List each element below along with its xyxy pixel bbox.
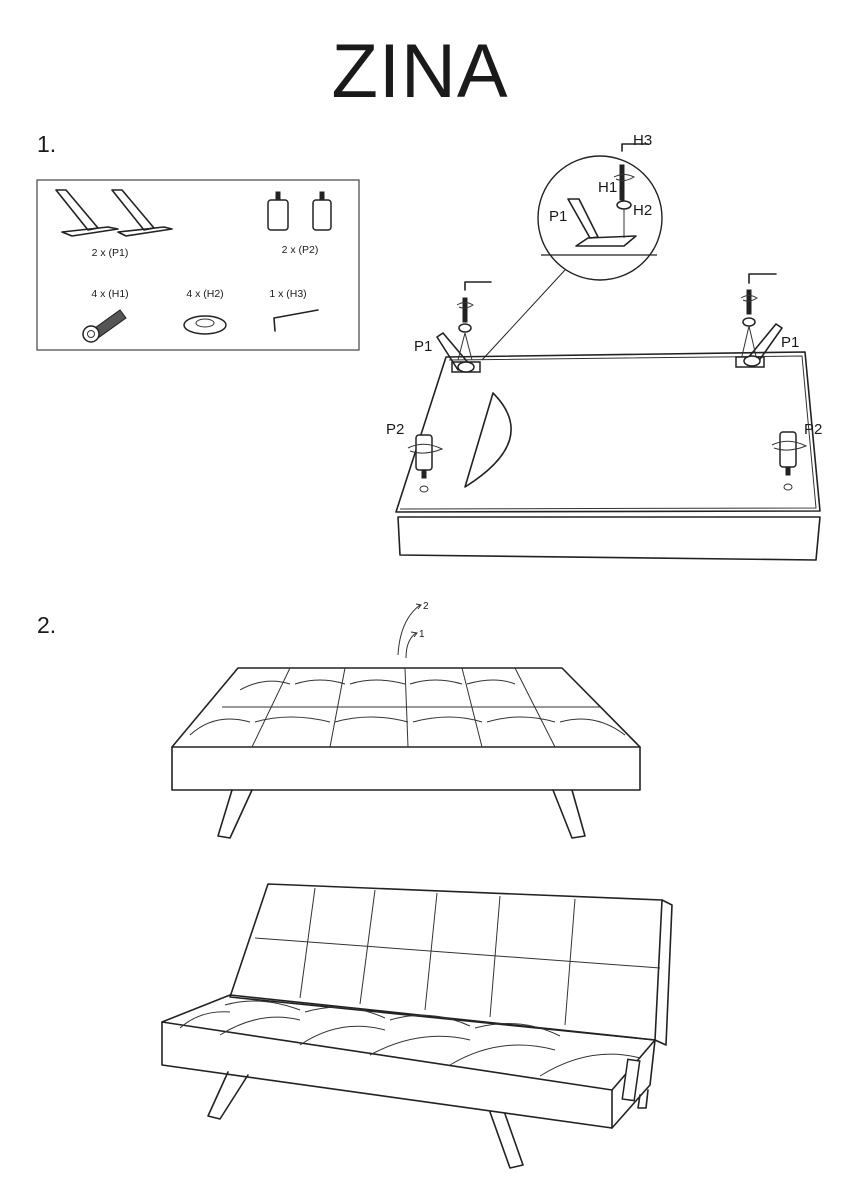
label-h2: H2 (633, 202, 652, 219)
sofa-bed-flat: 2 1 (171, 601, 641, 839)
foot-p2-icon (267, 191, 332, 231)
fold-arrow-1-icon (405, 631, 418, 659)
label-h3: H3 (633, 132, 652, 149)
bolt-h1-icon (82, 309, 127, 343)
fold-arrow-2-icon (397, 603, 422, 656)
left-foot-assembly (407, 434, 444, 493)
step-1-diagram: H3 H1 H2 P1 (386, 132, 822, 561)
label-p1-left: P1 (414, 338, 432, 355)
parts-list-box: 2 x (P1) 2 x (P2) 4 x (H1) 4 x (H2) 1 x … (36, 179, 360, 351)
left-leg-assembly (436, 281, 492, 373)
hex-key-h3-icon (273, 309, 319, 332)
label-p2-left: P2 (386, 421, 404, 438)
label-h1: H1 (598, 179, 617, 196)
parts-h1-label: 4 x (H1) (91, 288, 128, 300)
leg-p1-icon (55, 189, 173, 237)
parts-p1-label: 2 x (P1) (92, 247, 129, 259)
label-p1-right: P1 (781, 334, 799, 351)
sofa-upright (161, 883, 673, 1169)
parts-h2-label: 4 x (H2) (186, 288, 223, 300)
right-leg-assembly (735, 273, 783, 368)
right-foot-assembly (771, 431, 808, 491)
arrow-label-1: 1 (419, 629, 425, 640)
arrow-label-2: 2 (423, 601, 429, 612)
step-2-number: 2. (37, 612, 56, 638)
parts-p2-label: 2 x (P2) (282, 244, 319, 256)
label-p2-right: P2 (804, 421, 822, 438)
washer-h2-icon (183, 315, 227, 335)
step-1-number: 1. (37, 131, 56, 157)
product-title: ZINA (331, 29, 508, 114)
detail-magnifier (537, 155, 663, 281)
label-p1-detail: P1 (549, 208, 567, 225)
parts-h3-label: 1 x (H3) (269, 288, 306, 300)
